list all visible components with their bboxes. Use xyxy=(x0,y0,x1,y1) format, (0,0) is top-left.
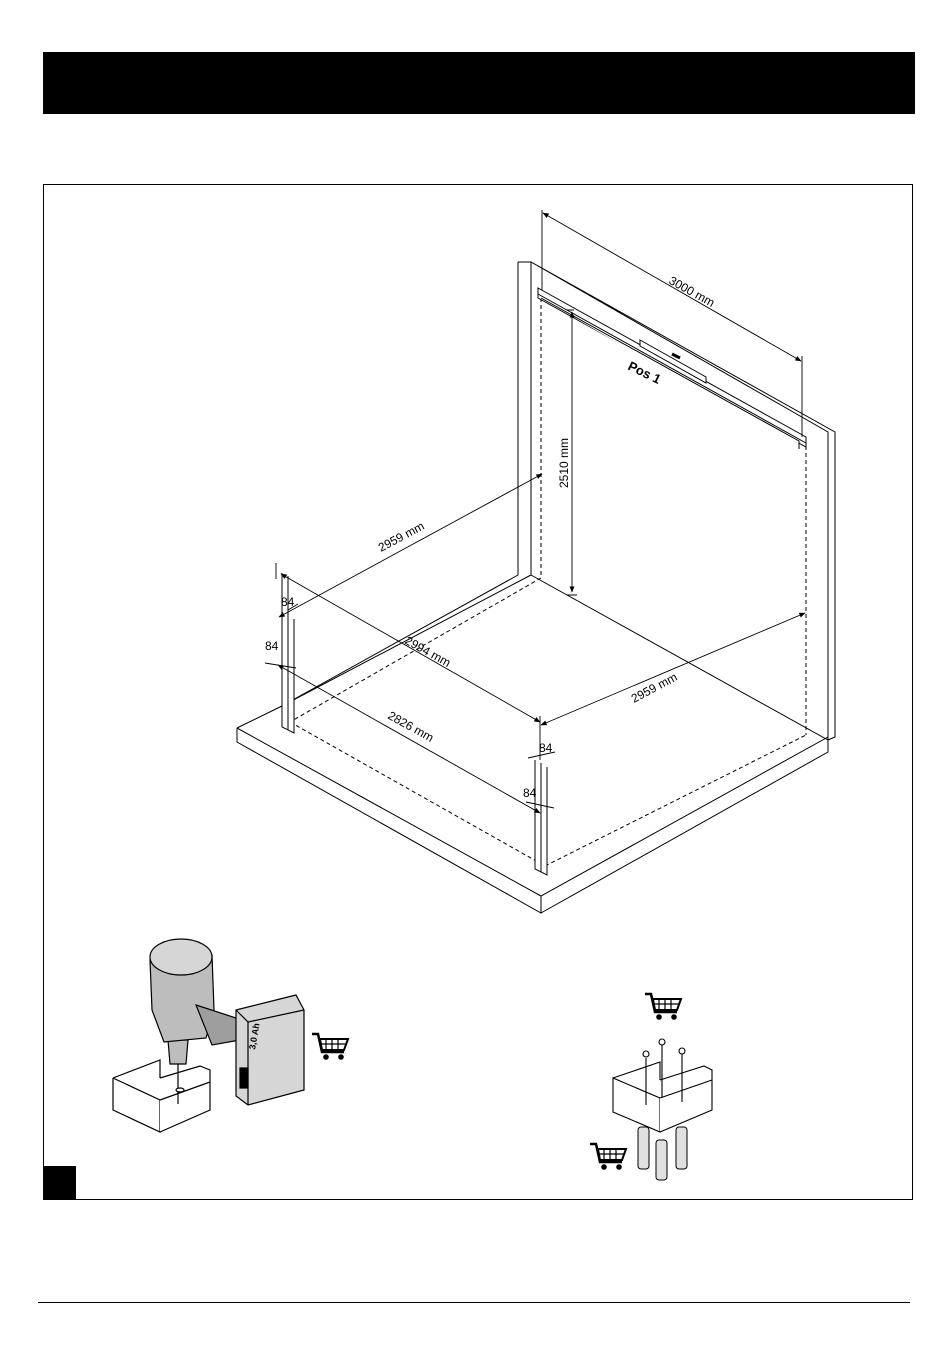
dimension-height: 2510 mm xyxy=(557,438,571,488)
shopping-cart-icon xyxy=(590,1144,626,1170)
top-track xyxy=(538,288,806,449)
dimension-depth-right: 2959 mm xyxy=(629,670,680,706)
bracket-icon xyxy=(613,1039,712,1132)
floor-slab xyxy=(237,707,828,913)
dimension-width-outer: 2994 mm xyxy=(403,633,454,670)
dimension-lines xyxy=(265,210,805,813)
dimension-post-b2: 84 xyxy=(523,786,537,800)
shopping-cart-icon xyxy=(312,1034,348,1060)
dimension-post-a1: 84 xyxy=(281,595,295,609)
wall xyxy=(280,262,835,740)
drill-icon xyxy=(113,939,304,1132)
dimension-track-length: 3000 mm xyxy=(667,273,718,310)
dimension-post-b1: 84 xyxy=(539,741,553,755)
wall-plug-icon xyxy=(638,1127,687,1180)
dimension-post-a2: 84 xyxy=(265,639,279,653)
shopping-cart-icon xyxy=(645,994,681,1020)
